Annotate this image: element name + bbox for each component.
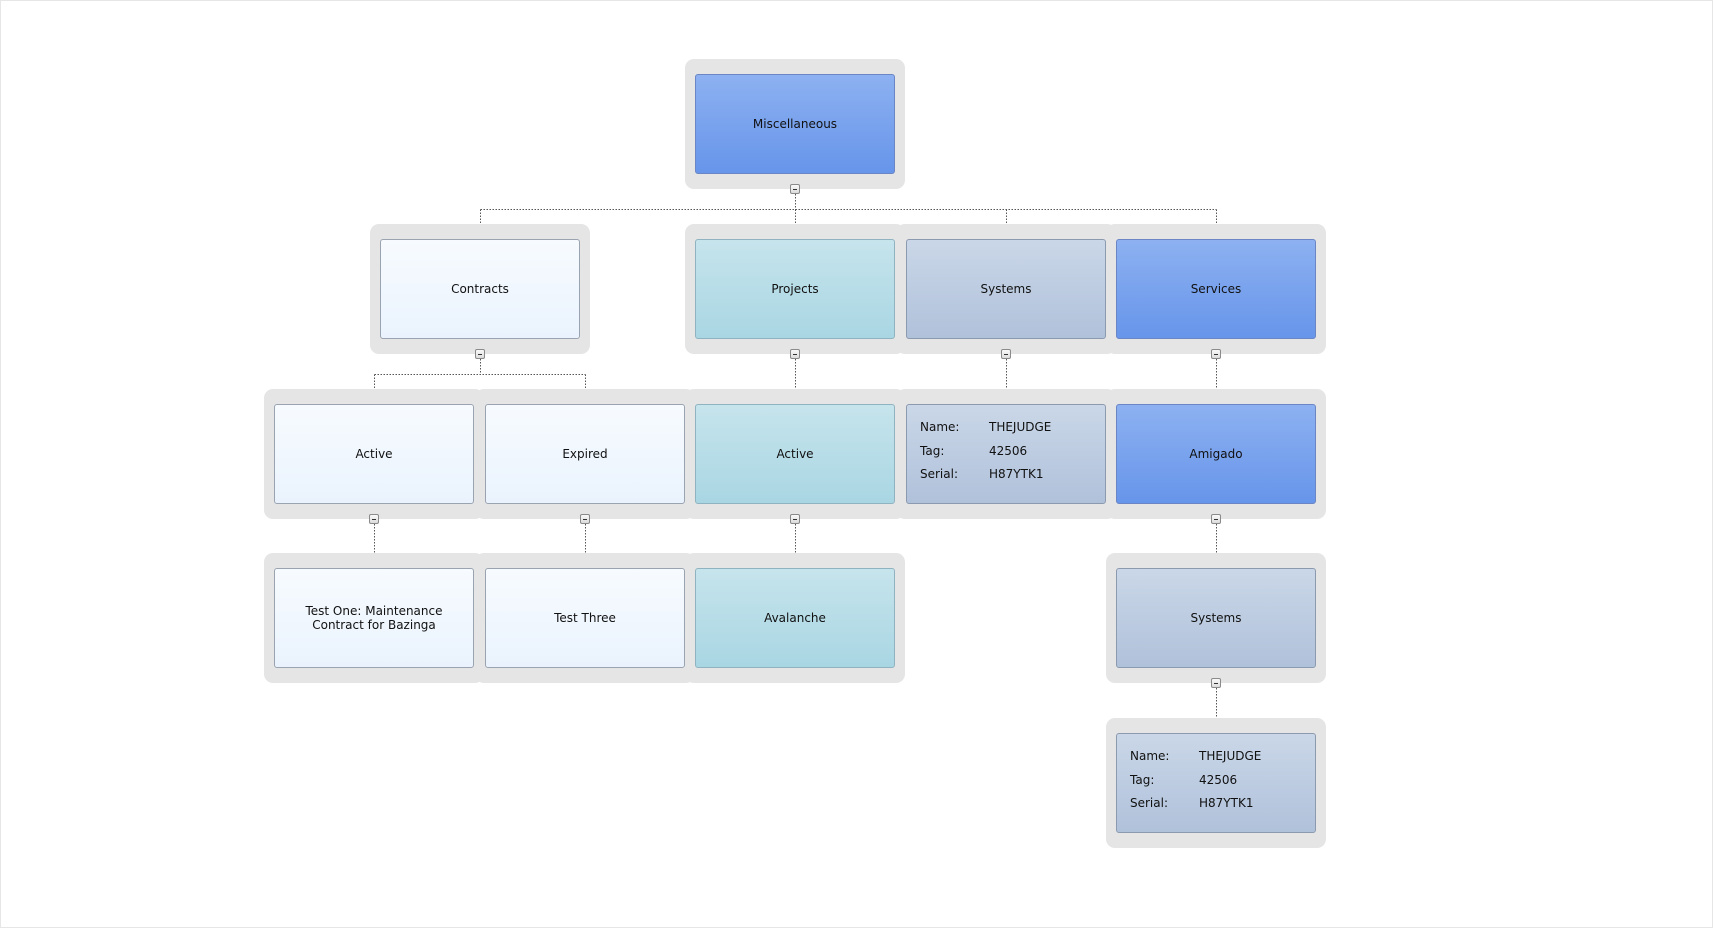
node-label: Contracts <box>451 282 509 296</box>
detail-value: THEJUDGE <box>1199 749 1262 763</box>
node-label: Test One: Maintenance Contract for Bazin… <box>305 604 443 632</box>
node-systems1[interactable]: Systems <box>896 224 1116 354</box>
collapse-toggle-icon[interactable] <box>1211 349 1221 359</box>
node-systems2[interactable]: Systems <box>1106 553 1326 683</box>
node-card[interactable]: Avalanche <box>695 568 895 668</box>
node-c-expired[interactable]: Expired <box>475 389 695 519</box>
detail-key: Name: <box>1130 749 1170 763</box>
collapse-toggle-icon[interactable] <box>369 514 379 524</box>
collapse-toggle-icon[interactable] <box>790 514 800 524</box>
node-card[interactable]: Test One: Maintenance Contract for Bazin… <box>274 568 474 668</box>
detail-value: 42506 <box>989 443 1028 458</box>
node-label: Active <box>776 447 814 461</box>
collapse-toggle-icon[interactable] <box>790 349 800 359</box>
node-card[interactable]: Contracts <box>380 239 580 339</box>
node-label: Active <box>355 447 393 461</box>
node-test-three[interactable]: Test Three <box>475 553 695 683</box>
node-card[interactable]: Expired <box>485 404 685 504</box>
collapse-toggle-icon[interactable] <box>1001 349 1011 359</box>
node-label: Services <box>1190 282 1242 296</box>
detail-key: Tag: <box>920 443 945 458</box>
node-label: Expired <box>562 447 608 461</box>
node-label: Systems <box>1190 611 1242 625</box>
detail-value: THEJUDGE <box>989 420 1052 434</box>
detail-key: Serial: <box>920 467 958 481</box>
node-card[interactable]: Test Three <box>485 568 685 668</box>
node-label: Test Three <box>554 611 616 625</box>
node-test-one[interactable]: Test One: Maintenance Contract for Bazin… <box>264 553 484 683</box>
detail-key: Name: <box>920 420 960 434</box>
node-label: Amigado <box>1189 447 1243 461</box>
node-card[interactable]: Amigado <box>1116 404 1316 504</box>
detail-value: H87YTK1 <box>1199 796 1254 810</box>
node-misc[interactable]: Miscellaneous <box>685 59 905 189</box>
collapse-toggle-icon[interactable] <box>475 349 485 359</box>
detail-value: 42506 <box>1199 772 1238 787</box>
node-card[interactable]: Active <box>695 404 895 504</box>
node-card[interactable]: Services <box>1116 239 1316 339</box>
node-card[interactable]: Systems <box>906 239 1106 339</box>
node-card[interactable]: Active <box>274 404 474 504</box>
collapse-toggle-icon[interactable] <box>580 514 590 524</box>
node-label: Miscellaneous <box>752 117 838 131</box>
node-avalanche[interactable]: Avalanche <box>685 553 905 683</box>
node-card[interactable]: Miscellaneous <box>695 74 895 174</box>
detail-key: Tag: <box>1130 772 1155 787</box>
node-label: Avalanche <box>764 611 826 625</box>
detail-value: H87YTK1 <box>989 467 1044 481</box>
detail-key: Serial: <box>1130 796 1168 810</box>
node-projects[interactable]: Projects <box>685 224 905 354</box>
collapse-toggle-icon[interactable] <box>790 184 800 194</box>
node-card[interactable]: Projects <box>695 239 895 339</box>
node-label: Projects <box>771 282 819 296</box>
node-card[interactable]: Systems <box>1116 568 1316 668</box>
collapse-toggle-icon[interactable] <box>1211 514 1221 524</box>
node-amigado[interactable]: Amigado <box>1106 389 1326 519</box>
node-services[interactable]: Services <box>1106 224 1326 354</box>
node-c-active[interactable]: Active <box>264 389 484 519</box>
node-contracts[interactable]: Contracts <box>370 224 590 354</box>
collapse-toggle-icon[interactable] <box>1211 678 1221 688</box>
node-label: Systems <box>980 282 1032 296</box>
node-p-active[interactable]: Active <box>685 389 905 519</box>
